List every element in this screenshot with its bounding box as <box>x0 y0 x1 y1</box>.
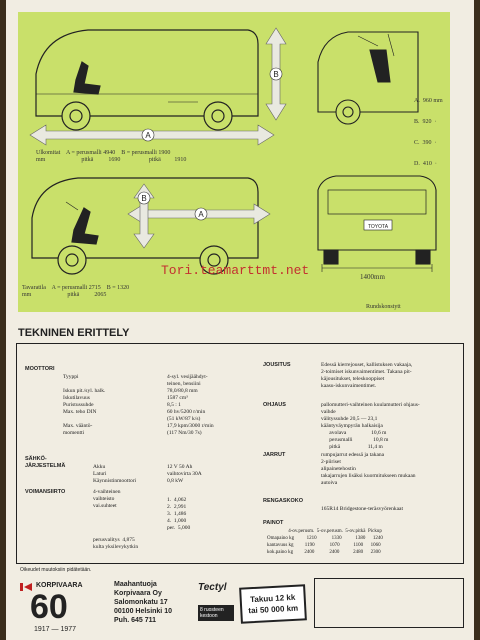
arrow-a-bottom-label: A <box>198 210 204 219</box>
korpivaara-mark-icon <box>20 583 32 591</box>
spec-value-sahko: 12 V 50 Ah vaihtovirta 30A 0,8 kW <box>167 464 202 484</box>
exterior-dimensions-caption: Ulkomitat A = perusmalli 4940 B = perusm… <box>36 150 187 163</box>
tectyl-badge: Tectyl 8 ruosteen kestoon <box>198 582 234 634</box>
spec-value-voimansiirto: 1. 4,062 2. 2,991 3. 1,486 4. 1,000 per.… <box>167 497 191 531</box>
korpivaara-logo: KORPIVAARA 60 1917 — 1977 <box>20 580 110 636</box>
vehicle-dimension-diagram: A B <box>29 27 437 275</box>
spec-head-moottori: MOOTTORI <box>25 366 55 372</box>
spec-label-clutch: perusvalitys 4,875 kulta yksilevykytkin <box>93 537 139 550</box>
rear-view-caption: Rundskonstytt <box>366 304 401 310</box>
front-dimension-list: A. 960 mm B. 920 · C. 390 · D. 410 · <box>414 84 443 182</box>
spec-table: MOOTTORI Tyyppi Iskun pit./syl. halk. Is… <box>16 343 464 564</box>
van-rear-view <box>317 175 437 272</box>
arrow-a-label: A <box>145 131 151 140</box>
dimension-arrow-a-top: A <box>29 124 275 146</box>
tectyl-name: Tectyl <box>198 582 227 593</box>
spec-value-moottori: 4-syl. vesijäähdyt- teinen, bensiini 78,… <box>167 374 214 436</box>
arrow-b-top-label: B <box>273 70 278 79</box>
guarantee-badge: Takuu 12 kk tai 50 000 km <box>239 584 307 624</box>
spec-head-jousitus: JOUSITUS <box>263 362 291 368</box>
dealer-line-2: Korpivaara Oy <box>114 590 162 597</box>
spec-title: TEKNINEN ERITTELY <box>18 327 130 339</box>
dealer-line-1: Maahantuoja <box>114 581 157 588</box>
spec-head-rengaskoko: RENGASKOKO <box>263 498 304 504</box>
spec-head-sahko: SÄHKÖ- JÄRJESTELMÄ <box>25 456 66 469</box>
van-side-view-top <box>35 29 259 131</box>
brochure-footer: KORPIVAARA 60 1917 — 1977 Maahantuoja Ko… <box>20 578 468 638</box>
spec-label-sahko: Akku Laturi Käynnistinmoottori <box>93 464 137 484</box>
arrow-b-bottom-label: B <box>141 194 146 203</box>
spec-value-rengaskoko: 165R14 Bridgestone-teräsvyörenkaat <box>321 506 404 512</box>
dimension-arrow-b-top: B <box>265 27 287 121</box>
brand-name: KORPIVAARA <box>36 582 83 589</box>
watermark-text: Tori.teamarttmt.net <box>161 263 310 278</box>
spec-head-ohjaus: OHJAUS <box>263 402 286 408</box>
dealer-line-4: 00100 Helsinki 10 <box>114 608 172 615</box>
dealer-line-3: Salomonkatu 17 <box>114 599 168 606</box>
spec-value-painot: 4-ov.perusm. 5-ov.perusm. 5-ov.pitkä Pic… <box>267 529 383 555</box>
rear-width-dimension: 1400mm <box>360 273 385 281</box>
spec-value-ohjaus: pallomutteri-vaihteinen kuulamutteri ohj… <box>321 402 420 450</box>
rights-reserved-note: Oikeudet muutoksiin pidätetään. <box>20 567 92 573</box>
spec-head-voimansiirto: VOIMANSIIRTO <box>25 489 66 495</box>
van-front-cab-view <box>317 31 419 125</box>
spec-value-jousitus: Edessä kierrejouset, kallistuksen vakaaj… <box>321 362 413 389</box>
front-dim-a: A. 960 mm <box>414 98 443 104</box>
spec-label-moottori: Tyyppi Iskun pit./syl. halk. Iskutilavuu… <box>63 374 106 436</box>
dimension-diagram-panel: A B <box>18 12 450 312</box>
front-dim-c: C. 390 · <box>414 140 437 146</box>
anniversary-number: 60 <box>30 588 68 626</box>
spec-head-jarrut: JARRUT <box>263 452 286 458</box>
front-dim-d: D. 410 · <box>414 161 437 167</box>
dealer-address: Maahantuoja Korpivaara Oy Salomonkatu 17… <box>114 580 172 625</box>
spec-label-voimansiirto: 4-vaihteinen vaihteisto vai.suhteet <box>93 489 121 509</box>
dimension-arrow-a-bottom: A <box>127 203 271 225</box>
rear-badge: TOYOTA <box>368 224 389 230</box>
dimension-arrow-b-bottom: B <box>133 183 155 249</box>
cargo-dimensions-caption: Tavaratila A = perusmalli 2715 B = 1320 … <box>22 285 130 298</box>
front-dim-b: B. 920 · <box>414 119 437 125</box>
van-side-view-bottom <box>31 177 259 275</box>
spec-head-painot: PAINOT <box>263 520 284 526</box>
spec-value-jarrut: rumpujarrut edessä ja takana 2-piiriset … <box>321 452 416 486</box>
tectyl-sub: 8 ruosteen kestoon <box>198 605 234 621</box>
dealer-line-5: Puh. 645 711 <box>114 617 157 624</box>
anniversary-years: 1917 — 1977 <box>34 626 77 633</box>
brochure-page: A B <box>6 0 474 640</box>
dealer-stamp-box <box>314 578 464 628</box>
